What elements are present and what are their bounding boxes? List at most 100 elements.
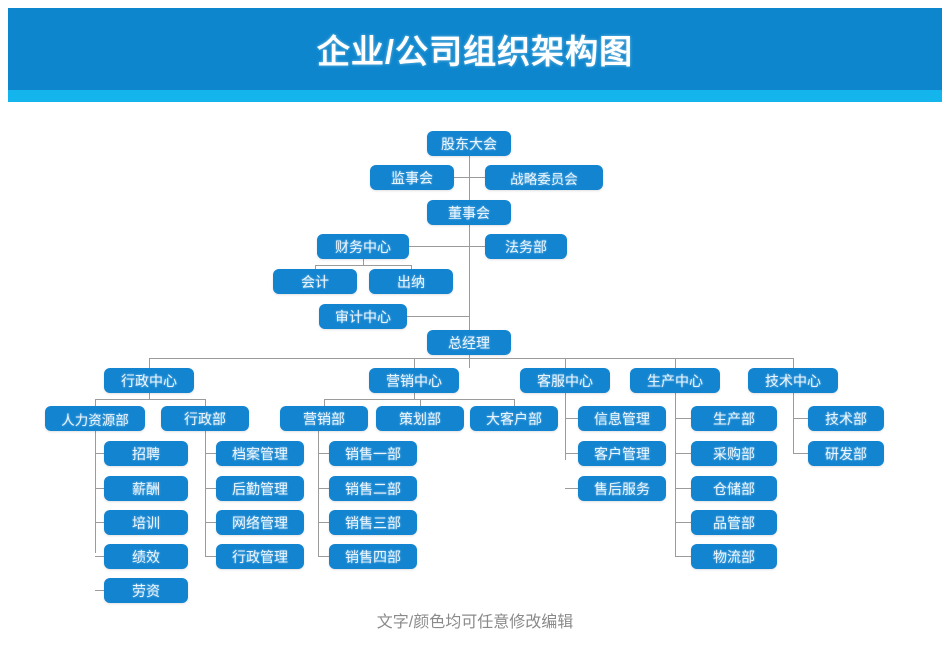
org-node[interactable]: 会计 xyxy=(273,269,357,294)
org-node[interactable]: 客户管理 xyxy=(578,441,666,466)
connector-line xyxy=(205,522,216,523)
org-node[interactable]: 战略委员会 xyxy=(485,165,603,190)
connector-line xyxy=(95,399,205,400)
org-node[interactable]: 信息管理 xyxy=(578,406,666,431)
connector-line xyxy=(675,488,691,489)
org-node[interactable]: 品管部 xyxy=(691,510,777,535)
connector-line xyxy=(675,393,676,556)
org-node[interactable]: 采购部 xyxy=(691,441,777,466)
connector-line xyxy=(407,316,469,317)
org-node[interactable]: 销售一部 xyxy=(329,441,417,466)
connector-line xyxy=(318,522,329,523)
org-node[interactable]: 董事会 xyxy=(427,200,511,225)
org-node[interactable]: 营销中心 xyxy=(369,368,459,393)
org-node[interactable]: 网络管理 xyxy=(216,510,304,535)
connector-line xyxy=(363,259,364,265)
connector-line xyxy=(315,265,316,269)
connector-line xyxy=(414,393,415,399)
connector-line xyxy=(469,156,470,200)
connector-line xyxy=(95,522,104,523)
connector-line xyxy=(409,246,485,247)
org-node[interactable]: 研发部 xyxy=(808,441,884,466)
title-banner xyxy=(8,8,942,90)
org-node[interactable]: 销售二部 xyxy=(329,476,417,501)
org-node[interactable]: 物流部 xyxy=(691,544,777,569)
connector-line xyxy=(95,431,96,553)
connector-line xyxy=(315,265,411,266)
org-node[interactable]: 法务部 xyxy=(485,234,567,259)
org-node[interactable]: 人力资源部 xyxy=(45,406,145,431)
connector-line xyxy=(205,399,206,406)
org-node[interactable]: 薪酬 xyxy=(104,476,188,501)
org-node[interactable]: 总经理 xyxy=(427,330,511,355)
org-node[interactable]: 监事会 xyxy=(370,165,454,190)
org-node[interactable]: 后勤管理 xyxy=(216,476,304,501)
connector-line xyxy=(414,358,415,368)
connector-line xyxy=(420,399,421,406)
connector-line xyxy=(324,399,514,400)
org-node[interactable]: 仓储部 xyxy=(691,476,777,501)
org-node[interactable]: 销售四部 xyxy=(329,544,417,569)
connector-line xyxy=(205,431,206,556)
org-node[interactable]: 审计中心 xyxy=(319,304,407,329)
org-node[interactable]: 策划部 xyxy=(376,406,464,431)
connector-line xyxy=(675,556,691,557)
connector-line xyxy=(149,358,793,359)
org-node[interactable]: 生产部 xyxy=(691,406,777,431)
org-node[interactable]: 出纳 xyxy=(369,269,453,294)
connector-line xyxy=(318,488,329,489)
connector-line xyxy=(675,358,676,368)
org-node[interactable]: 客服中心 xyxy=(520,368,610,393)
connector-line xyxy=(793,393,794,453)
org-node[interactable]: 行政管理 xyxy=(216,544,304,569)
org-node[interactable]: 行政中心 xyxy=(104,368,194,393)
org-node[interactable]: 行政部 xyxy=(161,406,249,431)
connector-line xyxy=(95,488,104,489)
connector-line xyxy=(95,590,104,591)
connector-line xyxy=(514,399,515,406)
org-node[interactable]: 营销部 xyxy=(280,406,368,431)
connector-line xyxy=(318,453,329,454)
page-title: 企业/公司组织架构图 xyxy=(316,33,634,70)
connector-line xyxy=(565,418,578,419)
connector-line xyxy=(793,453,808,454)
connector-line xyxy=(793,358,794,368)
title-banner-underline xyxy=(8,90,942,102)
org-node[interactable]: 售后服务 xyxy=(578,476,666,501)
connector-line xyxy=(95,399,96,406)
connector-line xyxy=(565,358,566,368)
org-node[interactable]: 技术部 xyxy=(808,406,884,431)
org-node[interactable]: 大客户部 xyxy=(470,406,558,431)
org-node[interactable]: 绩效 xyxy=(104,544,188,569)
connector-line xyxy=(565,453,578,454)
connector-line xyxy=(149,358,150,368)
connector-line xyxy=(469,355,470,368)
connector-line xyxy=(565,393,566,460)
connector-line xyxy=(675,522,691,523)
org-node[interactable]: 档案管理 xyxy=(216,441,304,466)
connector-line xyxy=(205,453,216,454)
connector-line xyxy=(324,399,325,406)
org-node[interactable]: 招聘 xyxy=(104,441,188,466)
connector-line xyxy=(675,453,691,454)
connector-line xyxy=(411,265,412,269)
org-node[interactable]: 培训 xyxy=(104,510,188,535)
org-node[interactable]: 劳资 xyxy=(104,578,188,603)
connector-line xyxy=(318,431,319,556)
connector-line xyxy=(318,556,329,557)
connector-line xyxy=(95,453,104,454)
connector-line xyxy=(793,418,808,419)
org-node[interactable]: 技术中心 xyxy=(748,368,838,393)
connector-line xyxy=(95,556,104,557)
connector-line xyxy=(149,393,150,399)
org-node[interactable]: 生产中心 xyxy=(630,368,720,393)
org-node[interactable]: 股东大会 xyxy=(427,131,511,156)
connector-line xyxy=(675,418,691,419)
footer-note: 文字/颜色均可任意修改编辑 xyxy=(376,614,574,631)
connector-line xyxy=(469,225,470,335)
connector-line xyxy=(205,488,216,489)
org-node[interactable]: 销售三部 xyxy=(329,510,417,535)
org-node[interactable]: 财务中心 xyxy=(317,234,409,259)
